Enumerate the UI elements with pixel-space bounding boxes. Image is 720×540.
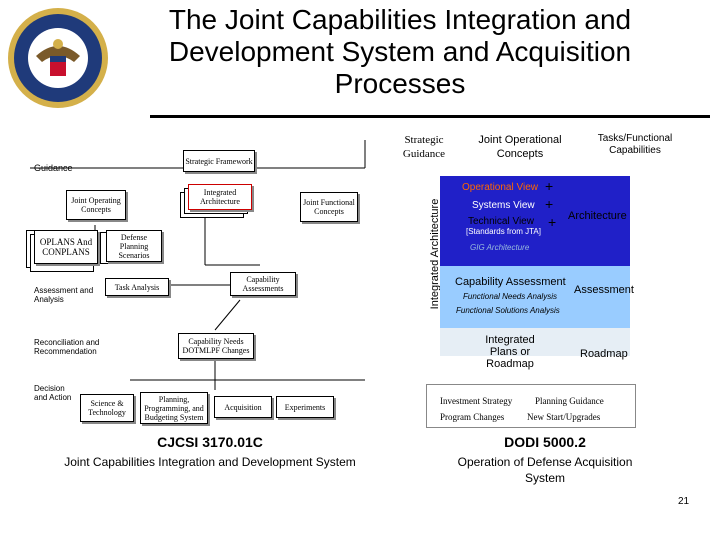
oplans-box: OPLANS And CONPLANS [34, 230, 98, 264]
decision-action-label: Decision and Action [34, 384, 72, 402]
capability-assessment-label: Capability Assessment [455, 276, 566, 288]
capability-assessment-panel [440, 266, 630, 328]
assessment-analysis-label: Assessment and Analysis [34, 286, 94, 304]
joint-functional-concepts-box: Joint Functional Concepts [300, 192, 358, 222]
acquisition-box: Acquisition [214, 396, 272, 418]
plus-icon: + [545, 178, 554, 194]
experiments-box: Experiments [276, 396, 334, 418]
standards-label: [Standards from JTA] [466, 227, 541, 236]
science-technology-box: Science & Technology [80, 394, 134, 422]
integrated-plans-label: Integrated Plans or Roadmap [485, 334, 535, 370]
ppbs-box: Planning, Programming, and Budgeting Sys… [140, 392, 208, 424]
guidance-label: Guidance [34, 163, 73, 173]
col-strategic-guidance: Strategic Guidance [402, 134, 446, 160]
systems-view-label: Systems View [472, 200, 535, 211]
new-start-label: New Start/Upgrades [527, 412, 601, 422]
strategic-framework-box: Strategic Framework [183, 150, 255, 172]
functional-solutions-label: Functional Solutions Analysis [456, 306, 560, 315]
capability-needs-box: Capability Needs DOTMLPF Changes [178, 333, 254, 359]
capability-assessments-box: Capability Assessments [230, 272, 296, 296]
right-subcaption: Operation of Defense Acquisition System [457, 455, 633, 485]
col-tasks-functional: Tasks/Functional Capabilities [597, 133, 673, 156]
architecture-label: Architecture [568, 210, 627, 222]
col-joint-operational-concepts: Joint Operational Concepts [478, 134, 562, 160]
technical-view-label: Technical View [468, 216, 534, 227]
left-subcaption: Joint Capabilities Integration and Devel… [64, 455, 356, 469]
planning-guidance-label: Planning Guidance [535, 396, 604, 406]
program-changes-label: Program Changes [440, 412, 505, 422]
plus-icon: + [545, 196, 554, 212]
page-title: The Joint Capabilities Integration and D… [168, 4, 632, 99]
architecture-panel [440, 176, 630, 266]
integrated-architecture-box: Integrated Architecture [188, 184, 252, 210]
plus-icon: + [548, 214, 557, 230]
left-caption: CJCSI 3170.01C [157, 434, 263, 450]
page-number: 21 [678, 496, 690, 507]
right-caption: DODI 5000.2 [504, 434, 586, 450]
defense-planning-scenarios-box: Defense Planning Scenarios [106, 230, 162, 262]
investment-strategy-label: Investment Strategy [440, 396, 513, 406]
joint-operating-concepts-box: Joint Operating Concepts [66, 190, 126, 220]
operational-view-label: Operational View [462, 182, 538, 193]
roadmap-label: Roadmap [580, 348, 628, 360]
title-underline [150, 115, 710, 118]
dod-seal-icon [6, 6, 110, 110]
acquisition-panel [426, 384, 636, 428]
reconciliation-label: Reconciliation and Recommendation [34, 338, 100, 356]
functional-needs-label: Functional Needs Analysis [463, 292, 557, 301]
task-analysis-box: Task Analysis [105, 278, 169, 296]
gig-architecture-label: GIG Architecture [470, 243, 530, 252]
assessment-right-label: Assessment [574, 284, 634, 296]
